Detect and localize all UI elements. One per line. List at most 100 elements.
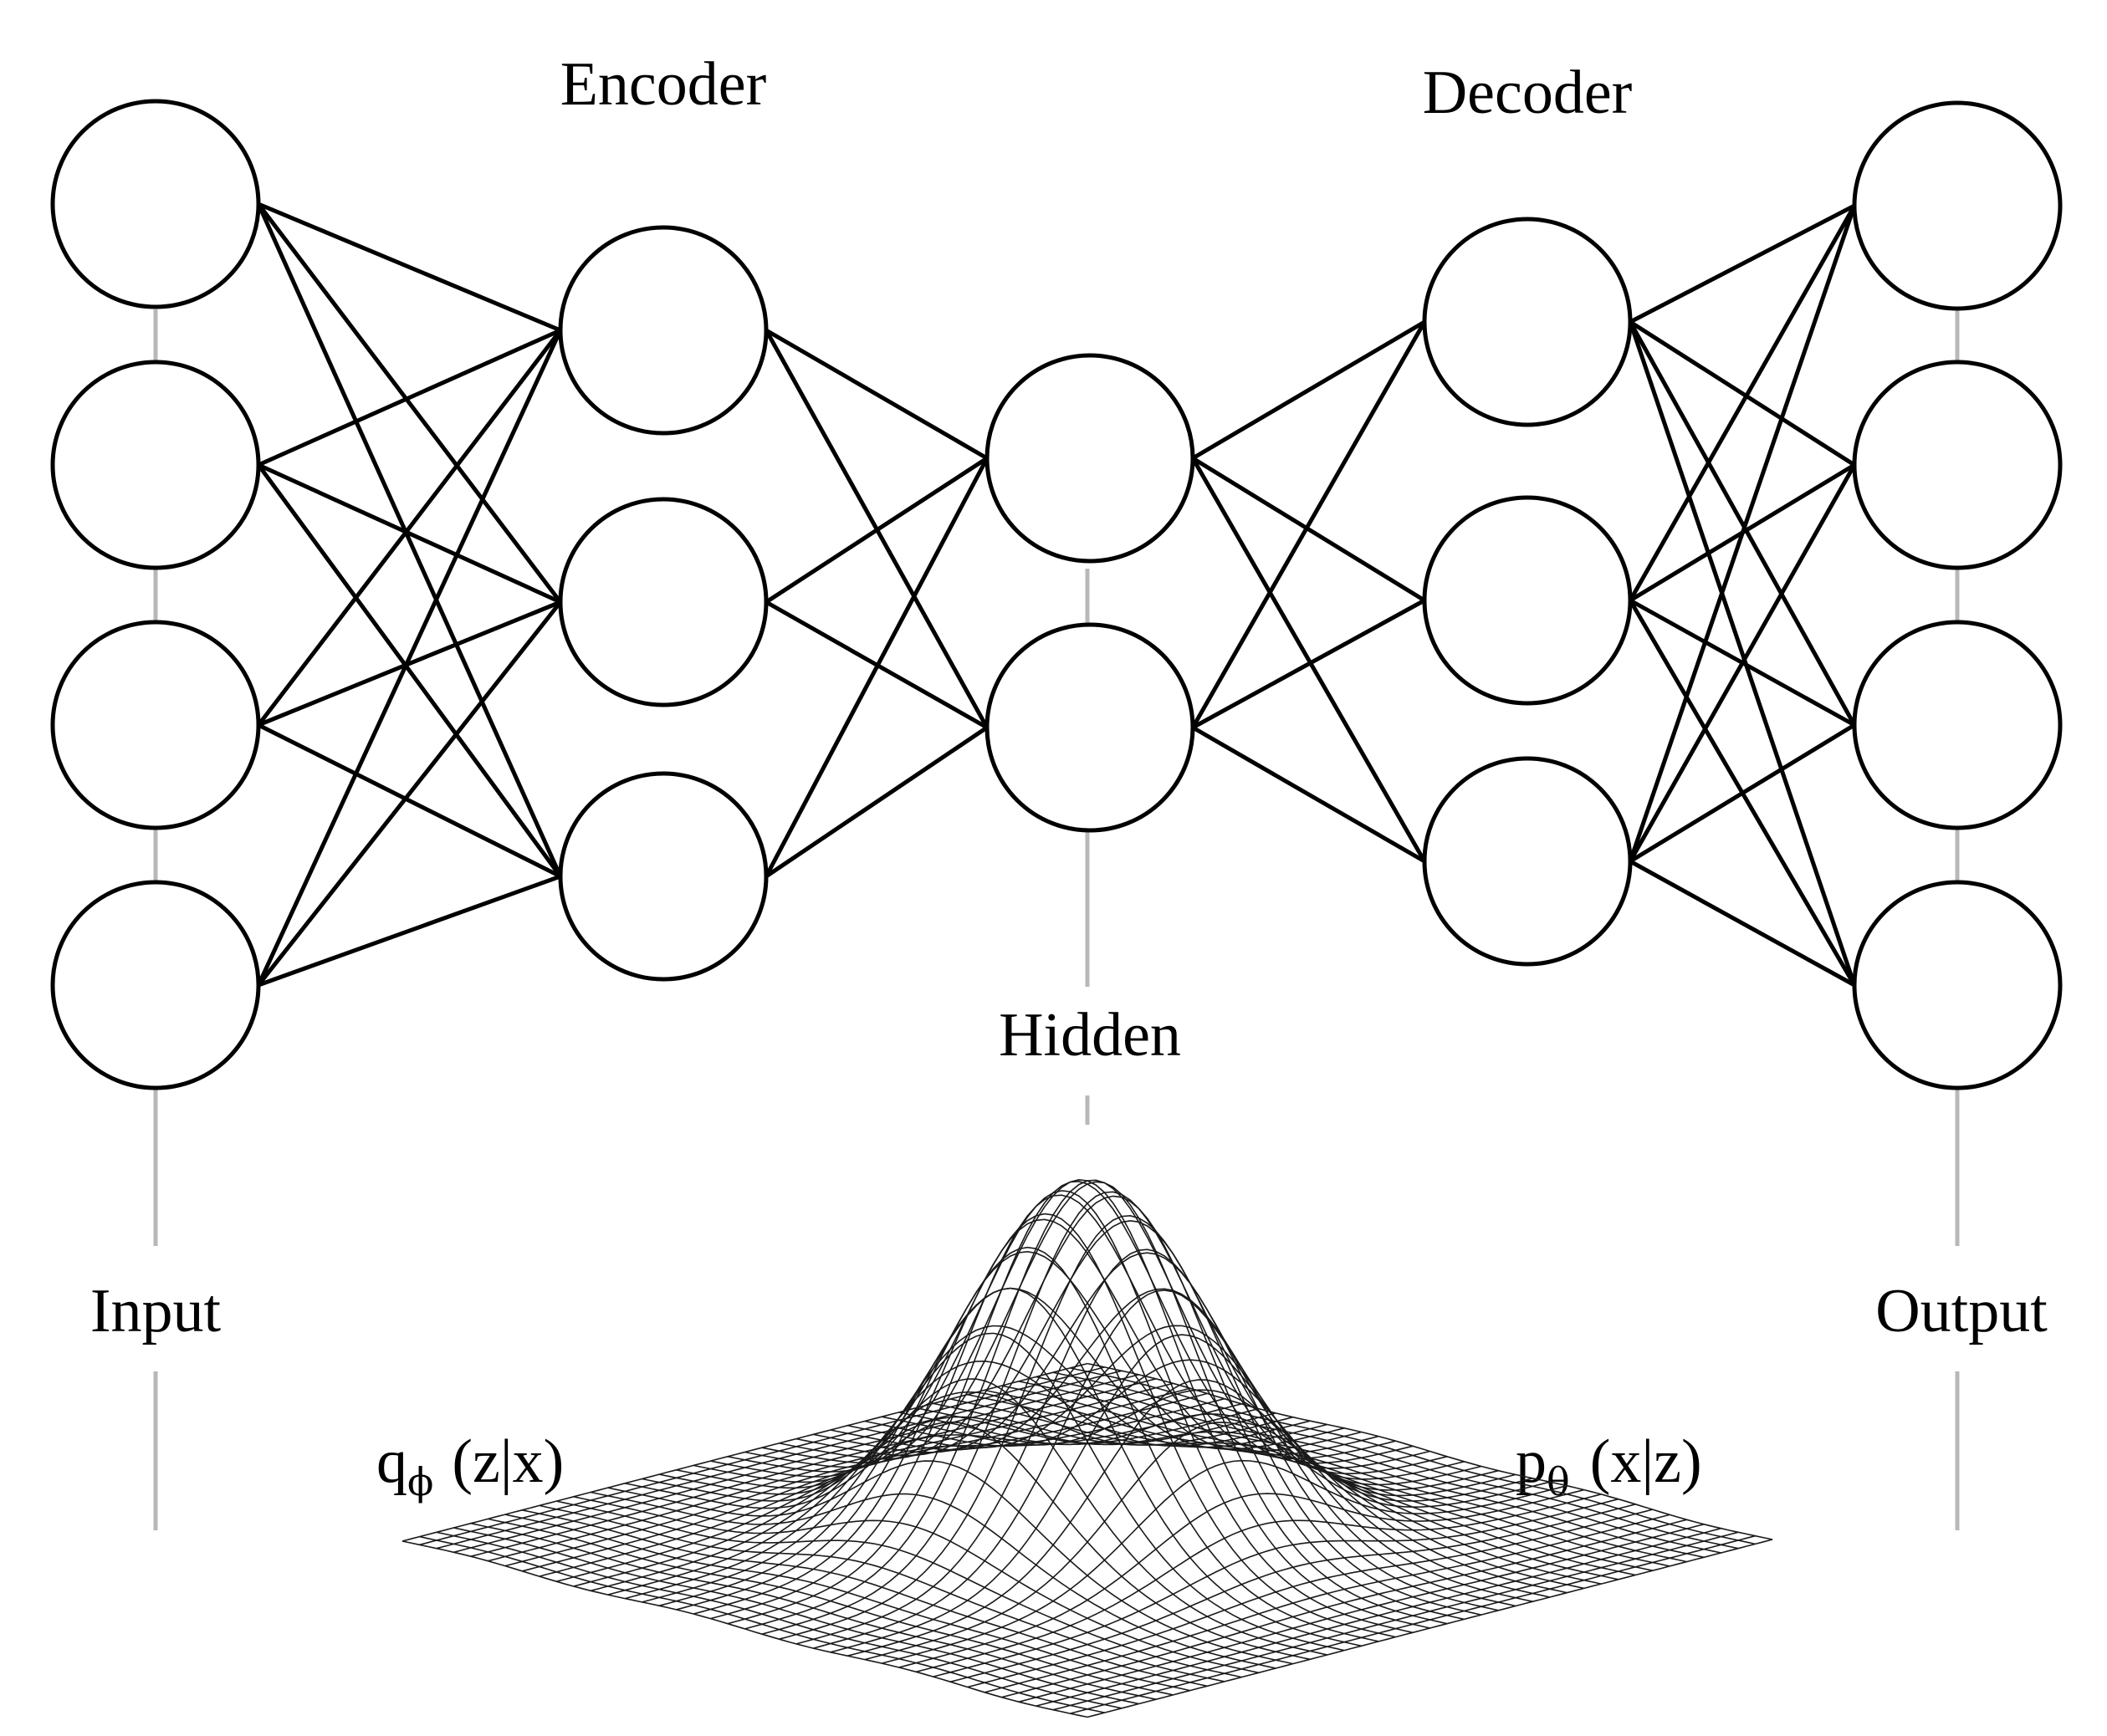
encoder-distribution-label: qϕ (z|x) [376, 1427, 564, 1504]
mesh-line-u [813, 1289, 1499, 1649]
edge-input-2-to-encoder-hidden-3 [256, 462, 563, 879]
decoder-label: Decoder [1423, 59, 1633, 127]
edge-input-2-to-encoder-hidden-1 [256, 328, 563, 467]
mesh-line-v [693, 1246, 1379, 1642]
output-label: Output [1875, 1277, 2048, 1345]
mesh-line-u [1087, 1539, 1773, 1718]
hidden-label: Hidden [999, 1001, 1181, 1070]
neurons [50, 99, 2063, 1090]
encoder-dist-args: (z|x) [452, 1427, 564, 1496]
mesh-line-v [539, 1504, 1225, 1682]
mesh-line-v [573, 1496, 1259, 1674]
decoder-distribution-label: pθ(x|z) [1516, 1427, 1702, 1504]
edge-input-4-to-encoder-hidden-2 [256, 600, 563, 988]
node-input-1 [50, 99, 261, 309]
edge-latent-2-to-decoder-hidden-3 [1190, 725, 1427, 864]
node-input-3 [50, 620, 261, 830]
edge-latent-1-to-decoder-hidden-3 [1190, 456, 1427, 864]
mesh-line-v [419, 1535, 1105, 1713]
mesh-line-v [864, 1359, 1550, 1598]
mesh-line-u [1001, 1519, 1687, 1698]
mesh-line-u [590, 1412, 1276, 1592]
edge-input-1-to-encoder-hidden-1 [256, 202, 563, 333]
encoder-dist-subscript: ϕ [407, 1459, 433, 1504]
edge-decoder-hidden-1-to-output-1 [1628, 203, 1857, 324]
mesh-line-v [504, 1514, 1190, 1692]
edge-input-4-to-encoder-hidden-1 [256, 328, 563, 988]
edge-latent-1-to-decoder-hidden-2 [1190, 456, 1427, 603]
node-output-4 [1852, 880, 2063, 1090]
mesh-line-v [882, 1389, 1567, 1594]
edge-decoder-hidden-2-to-output-1 [1628, 203, 1857, 603]
edge-input-3-to-encoder-hidden-2 [256, 600, 563, 728]
mesh-line-u [744, 1179, 1430, 1630]
mesh-line-u [761, 1191, 1448, 1635]
mesh-line-u [1018, 1524, 1705, 1703]
mesh-line-v [710, 1213, 1396, 1638]
mesh-line-v [607, 1460, 1293, 1665]
node-output-1 [1852, 100, 2063, 311]
edge-input-2-to-encoder-hidden-2 [256, 462, 563, 605]
edge-decoder-hidden-3-to-output-2 [1628, 462, 1857, 864]
edge-input-4-to-encoder-hidden-3 [256, 874, 563, 988]
node-encoder-hidden-2 [558, 497, 769, 707]
node-encoder-hidden-3 [558, 771, 769, 982]
mesh-line-v [642, 1378, 1327, 1656]
edge-input-1-to-encoder-hidden-2 [256, 202, 563, 605]
edge-decoder-hidden-1-to-output-4 [1628, 319, 1857, 988]
node-output-2 [1852, 360, 2063, 570]
mesh-line-v [401, 1540, 1088, 1718]
decoder-dist-args: (x|z) [1590, 1427, 1702, 1496]
mesh-line-v [436, 1531, 1123, 1709]
encoder-dist-base: q [376, 1427, 407, 1496]
node-decoder-hidden-1 [1422, 217, 1633, 427]
edge-decoder-hidden-3-to-output-4 [1628, 859, 1857, 988]
edge-encoder-hidden-3-to-latent-2 [764, 725, 990, 879]
node-decoder-hidden-3 [1422, 756, 1633, 967]
input-label: Input [90, 1277, 222, 1345]
encoder-label: Encoder [560, 50, 767, 119]
mesh-line-v [488, 1518, 1174, 1696]
edge-latent-2-to-decoder-hidden-1 [1190, 319, 1427, 730]
node-latent-1 [984, 353, 1195, 564]
mesh-line-v [556, 1500, 1242, 1678]
mesh-line-v [453, 1527, 1139, 1705]
edge-decoder-hidden-1-to-output-2 [1628, 319, 1857, 467]
mesh-line-v [625, 1421, 1311, 1661]
edge-input-1-to-encoder-hidden-3 [256, 202, 563, 879]
node-decoder-hidden-2 [1422, 495, 1633, 706]
mesh-line-u [864, 1422, 1550, 1661]
mesh-line-u [847, 1379, 1533, 1657]
mesh-line-u [882, 1459, 1567, 1664]
mesh-line-v [676, 1287, 1362, 1647]
mesh-line-u [1036, 1527, 1721, 1707]
mesh-line-u [898, 1488, 1584, 1668]
mesh-line-v [591, 1491, 1276, 1669]
mesh-line-u [1052, 1531, 1739, 1711]
edge-decoder-hidden-3-to-output-3 [1628, 722, 1857, 864]
edge-decoder-hidden-1-to-output-3 [1628, 319, 1857, 728]
mesh-line-u [950, 1504, 1636, 1682]
mesh-line-u [967, 1509, 1653, 1688]
node-input-2 [50, 360, 261, 570]
edge-latent-1-to-decoder-hidden-1 [1190, 319, 1427, 461]
mesh-line-u [1070, 1534, 1756, 1714]
node-input-4 [50, 880, 261, 1090]
edge-encoder-hidden-1-to-latent-1 [764, 328, 990, 461]
edge-input-3-to-encoder-hidden-1 [256, 328, 563, 728]
edge-latent-2-to-decoder-hidden-2 [1190, 598, 1427, 730]
mesh-line-u [916, 1493, 1602, 1673]
edge-decoder-hidden-3-to-output-1 [1628, 203, 1857, 864]
mesh-line-u [779, 1214, 1465, 1640]
edge-encoder-hidden-3-to-latent-1 [764, 456, 990, 879]
node-encoder-hidden-1 [558, 225, 769, 436]
mesh-line-v [470, 1522, 1157, 1700]
edge-input-3-to-encoder-hidden-3 [256, 722, 563, 879]
mesh-line-u [795, 1248, 1482, 1645]
mesh-line-u [830, 1334, 1516, 1653]
mesh-line-v [727, 1190, 1414, 1634]
node-output-3 [1852, 620, 2063, 830]
gaussian-surface-mesh [401, 1178, 1773, 1718]
mesh-line-v [658, 1332, 1345, 1652]
node-latent-2 [984, 622, 1195, 833]
